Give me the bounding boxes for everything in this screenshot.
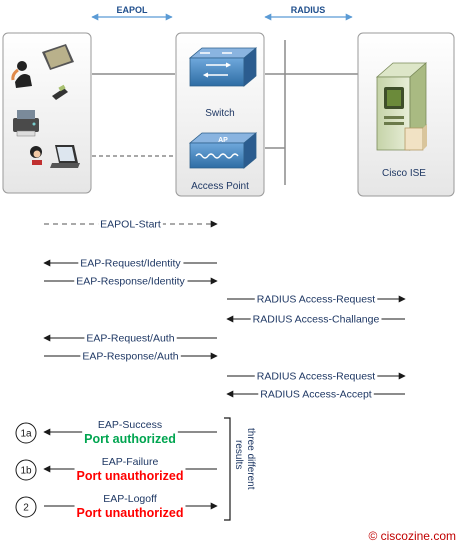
label-background — [84, 332, 177, 345]
tablet-icon — [42, 44, 74, 70]
radius-header: RADIUS — [264, 5, 353, 21]
label-background — [258, 388, 374, 401]
message-radius-access-request-1: RADIUS Access-Request — [227, 293, 406, 306]
result-badge-label: 1b — [20, 466, 32, 477]
printer-icon — [13, 110, 39, 137]
message-radius-access-accept: RADIUS Access-Accept — [226, 388, 405, 401]
server-icon — [375, 62, 428, 151]
result-badge-circle — [15, 496, 37, 518]
message-eap-request-identity: EAP-Request/Identity — [43, 257, 217, 270]
ap-badge: AP — [218, 137, 228, 144]
radius-label: RADIUS — [291, 5, 326, 15]
access-point-label: Access Point — [191, 181, 249, 192]
label-background — [74, 275, 188, 288]
copyright-text: © ciscozine.com — [368, 529, 456, 543]
result-message-label: EAP-Failure — [102, 456, 159, 468]
label-background — [250, 313, 382, 326]
phone-icon — [52, 84, 68, 100]
message-sequence: EAPOL-StartEAP-Request/IdentityEAP-Respo… — [43, 218, 406, 401]
message-label: EAP-Response/Identity — [76, 276, 185, 288]
message-eap-response-identity: EAP-Response/Identity — [44, 275, 218, 288]
result-status-label: Port authorized — [84, 432, 176, 446]
message-label: EAP-Request/Auth — [86, 333, 174, 345]
access-point-icon: AP — [188, 132, 258, 169]
label-background — [74, 456, 186, 483]
label-background — [82, 419, 178, 446]
user-icon — [11, 61, 32, 88]
results-note-line-2: results — [233, 440, 244, 469]
result-status-label: Port unauthorized — [77, 506, 184, 520]
results-bracket: three different results — [224, 417, 256, 521]
message-label: EAP-Request/Identity — [80, 258, 181, 270]
label-background — [254, 370, 378, 383]
result-badge-circle — [15, 459, 37, 481]
message-radius-access-request-2: RADIUS Access-Request — [227, 370, 406, 383]
message-radius-access-challange: RADIUS Access-Challange — [226, 313, 405, 326]
network-devices-box: Switch AP Access Point — [175, 32, 265, 197]
message-label: RADIUS Access-Request — [257, 294, 376, 306]
message-eapol-start: EAPOL-Start — [44, 218, 218, 231]
eapol-header: EAPOL — [91, 5, 173, 21]
server-label: Cisco ISE — [382, 168, 426, 179]
label-background — [80, 350, 181, 363]
message-eap-request-auth: EAP-Request/Auth — [43, 332, 217, 345]
label-background — [98, 218, 163, 231]
connection-lines — [92, 40, 358, 185]
message-label: RADIUS Access-Challange — [253, 314, 380, 326]
switch-icon — [188, 47, 258, 87]
eapol-label: EAPOL — [116, 5, 148, 15]
result-status-label: Port unauthorized — [77, 469, 184, 483]
message-label: EAPOL-Start — [100, 219, 161, 231]
result-badge-label: 2 — [23, 503, 29, 514]
laptop-user-icon — [30, 145, 80, 168]
result-badge-circle — [15, 422, 37, 444]
label-background — [254, 293, 378, 306]
message-label: EAP-Response/Auth — [82, 351, 178, 363]
message-label: RADIUS Access-Request — [257, 371, 376, 383]
label-background — [74, 493, 186, 520]
label-background — [78, 257, 184, 270]
switch-label: Switch — [205, 108, 234, 119]
result-badge-label: 1a — [20, 429, 32, 440]
server-box: Cisco ISE — [357, 32, 455, 197]
message-label: RADIUS Access-Accept — [260, 389, 372, 401]
result-message-label: EAP-Success — [98, 419, 162, 431]
message-eap-response-auth: EAP-Response/Auth — [44, 350, 218, 363]
client-devices-box — [2, 32, 92, 194]
result-message-label: EAP-Logoff — [103, 493, 157, 505]
results-note-line-1: three different — [245, 428, 256, 490]
